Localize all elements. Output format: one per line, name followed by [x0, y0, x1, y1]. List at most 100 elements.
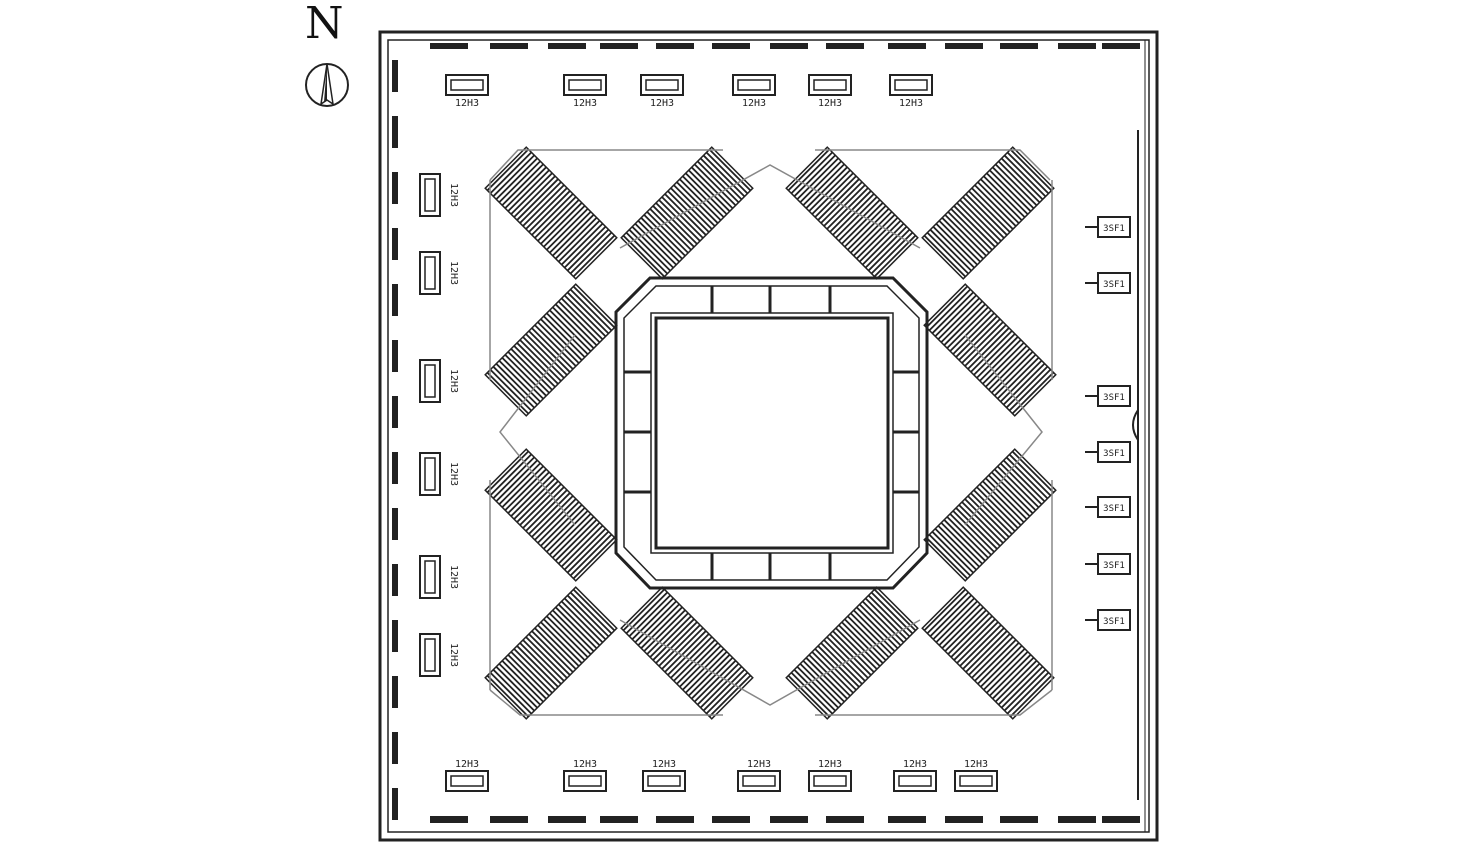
wall-window [1102, 816, 1140, 823]
wall-window [770, 816, 808, 823]
stair-tread [528, 633, 571, 676]
stair-tread [563, 225, 607, 269]
stair-tread [673, 184, 716, 227]
stair-tread [691, 166, 734, 209]
north-arrow-icon [305, 63, 349, 107]
unit-12h3: 12H3 [808, 74, 852, 109]
stair-tread [534, 324, 577, 367]
stair-tread [498, 360, 541, 403]
stair-tread [983, 648, 1026, 691]
stair-tread [811, 172, 854, 215]
stair-tread [838, 199, 881, 242]
stair-tread [667, 190, 710, 233]
stair-tread [519, 339, 562, 382]
stair-outline [785, 586, 919, 720]
stair-tread [971, 187, 1014, 230]
stair-tread [640, 606, 683, 649]
stair-tread [999, 359, 1043, 403]
stair-tread [949, 309, 992, 352]
unit-box [445, 770, 489, 792]
wall-window [1058, 816, 1096, 823]
stair-tread [537, 501, 580, 544]
stair-tread [989, 654, 1032, 697]
unit-box [419, 173, 441, 217]
stair-tread [949, 513, 992, 556]
stair-tread [540, 318, 583, 361]
stair-tread [501, 660, 544, 703]
stair-tread [646, 211, 689, 254]
stair-tread [661, 196, 704, 239]
stair-tread [664, 193, 707, 236]
wall-window [392, 732, 398, 764]
unit-inner [898, 775, 932, 787]
stair-tread [696, 662, 740, 706]
stair-tread [997, 160, 1041, 204]
unit-12h3: 12H3 [563, 74, 607, 109]
stair-tread [694, 660, 737, 703]
outlet-box [1097, 216, 1131, 238]
stair-tread [985, 477, 1028, 520]
stair-tread [988, 348, 1031, 391]
stair-tread [486, 148, 530, 192]
unit-inner [568, 775, 602, 787]
unit-box [419, 251, 441, 295]
stair-tread [708, 148, 752, 192]
stair-tread [982, 342, 1025, 385]
stair-band [921, 146, 1055, 280]
stair-tread [841, 621, 884, 664]
outer-wall [378, 30, 1159, 842]
stair-tread [820, 181, 863, 224]
stair-tread [558, 300, 601, 343]
stair-tread [537, 321, 580, 364]
stair-tread [525, 636, 568, 679]
wall-window [1000, 816, 1038, 823]
stair-tread [492, 154, 535, 197]
unit-12h3: 12H3 [419, 555, 459, 599]
outlet-label: 3SF1 [1103, 280, 1125, 290]
stair-tread [516, 178, 559, 221]
stair-tread [935, 600, 978, 643]
stair-tread [952, 510, 995, 553]
stair-tread [856, 217, 899, 260]
stair-tread [808, 169, 851, 212]
wall-window [430, 816, 468, 823]
stair-band [484, 586, 618, 720]
stair-tread [811, 651, 854, 694]
stair-tread [973, 333, 1016, 376]
stair-tread [489, 453, 532, 496]
stair-tread [555, 519, 598, 562]
stair-tread [560, 222, 604, 266]
stair-tread [649, 615, 692, 658]
stair-tread [522, 336, 565, 379]
stair-tread [941, 606, 984, 649]
unit-12h3: 12H3 [737, 759, 781, 792]
wall-window [430, 43, 468, 49]
unit-label: 12H3 [747, 759, 771, 770]
unit-inner [424, 364, 436, 398]
stair-tread [1002, 362, 1046, 406]
unit-label: 12H3 [448, 183, 459, 207]
stair-tread [967, 495, 1010, 538]
stair-tread [566, 530, 610, 574]
stair-tread [631, 226, 674, 269]
unit-box [808, 770, 852, 792]
unit-label: 12H3 [455, 759, 479, 770]
wall-window [656, 43, 694, 49]
unit-inner [959, 775, 993, 787]
stair-tread [543, 205, 586, 248]
stair-tread [953, 205, 996, 248]
east-outlet: 3SF1 [1085, 385, 1131, 407]
east-outlet: 3SF1 [1085, 553, 1131, 575]
stair-tread [986, 172, 1029, 215]
stair-tread [982, 480, 1025, 523]
stair-tread [513, 477, 556, 520]
wall-windows [392, 43, 1140, 823]
stair-tread [997, 465, 1040, 508]
unit-12h3: 12H3 [954, 759, 998, 792]
stair-tread [1009, 148, 1053, 192]
stair-tread [944, 214, 987, 257]
unit-12h3: 12H3 [732, 74, 776, 109]
stair-tread [799, 160, 842, 203]
